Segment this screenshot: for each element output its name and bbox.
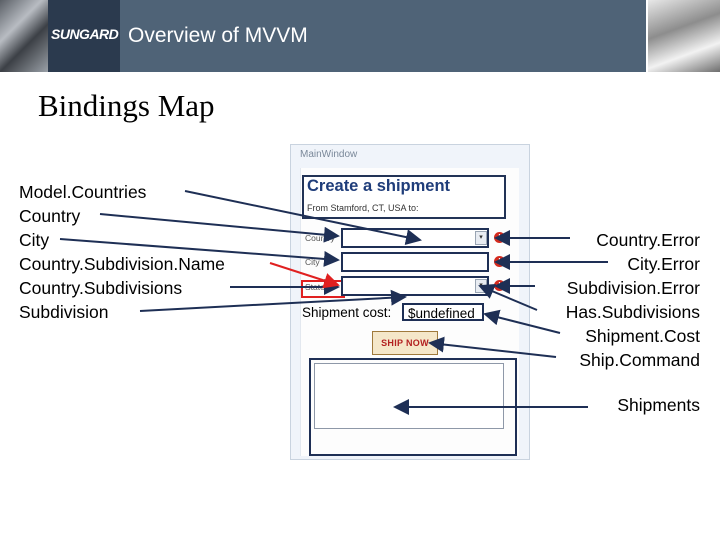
city-input[interactable] <box>341 252 489 272</box>
country-dropdown-arrow[interactable]: ▾ <box>475 231 487 245</box>
page-title: Bindings Map <box>38 88 215 123</box>
binding-model-countries: Model.Countries <box>19 182 147 202</box>
header-band <box>120 0 646 72</box>
country-error-icon: ! <box>494 232 505 243</box>
header-photo-left <box>0 0 48 72</box>
binding-city: City <box>19 230 50 250</box>
create-shipment-title: Create a shipment <box>307 177 451 195</box>
city-error-icon: ! <box>494 256 505 267</box>
shipments-listbox[interactable] <box>314 363 504 429</box>
subdivision-error-icon: ! <box>494 280 505 291</box>
binding-country-error: Country.Error <box>596 230 700 250</box>
binding-subdivision-error: Subdivision.Error <box>566 278 700 298</box>
country-label: Country <box>305 233 335 243</box>
ship-now-button[interactable]: SHIP NOW <box>372 331 438 355</box>
country-combobox[interactable] <box>341 228 489 248</box>
binding-country: Country <box>19 206 81 226</box>
shipment-cost-value: $undefined <box>402 303 484 321</box>
slide-header: SUNGARD Overview of MVVM <box>0 0 720 72</box>
binding-subdivisions: Country.Subdivisions <box>19 278 183 298</box>
binding-shipments: Shipments <box>617 395 700 415</box>
sungard-logo: SUNGARD <box>48 0 120 72</box>
subdivision-combobox[interactable] <box>341 276 489 296</box>
header-photo-right <box>648 0 720 72</box>
binding-city-error: City.Error <box>627 254 700 274</box>
city-label: City <box>305 257 320 267</box>
binding-shipment-cost: Shipment.Cost <box>585 326 700 346</box>
binding-has-subdivisions: Has.Subdivisions <box>565 302 700 322</box>
binding-subdivision: Subdivision <box>19 302 109 322</box>
slide-title: Overview of MVVM <box>128 24 308 47</box>
shipment-cost-label: Shipment cost: <box>302 305 392 320</box>
right-binding-list: Country.Error City.Error Subdivision.Err… <box>566 228 700 372</box>
window-title: MainWindow <box>300 149 358 160</box>
subdivision-dropdown-arrow[interactable]: ▾ <box>475 279 487 293</box>
binding-subdivision-name: Country.Subdivision.Name <box>19 254 225 274</box>
create-shipment-subtitle: From Stamford, CT, USA to: <box>307 203 419 213</box>
binding-ship-command: Ship.Command <box>579 350 700 370</box>
left-binding-list: Model.Countries Country City Country.Sub… <box>19 180 225 324</box>
subdivision-label-highlight <box>301 280 345 298</box>
